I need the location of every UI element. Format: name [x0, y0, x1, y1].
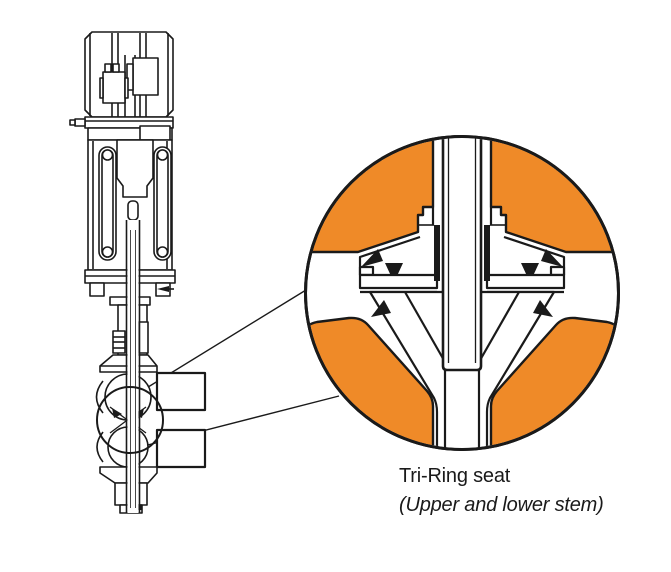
seal-marker-mid-right — [521, 263, 539, 276]
seal-marker-upper-right — [541, 249, 563, 267]
seal-marker-lower-right — [533, 300, 553, 317]
spring-right — [153, 146, 172, 261]
detail-caption: Tri-Ring seat (Upper and lower stem) — [399, 462, 604, 520]
spring-left — [98, 146, 117, 261]
stem-coupling — [127, 200, 139, 221]
stem-packing-right — [484, 225, 490, 281]
magnified-detail-circle — [304, 135, 620, 451]
seal-marker-mid-left — [385, 263, 403, 276]
seal-marker-lower-left — [371, 300, 391, 317]
stem — [418, 138, 506, 372]
piston-guide — [116, 139, 154, 198]
plug-skirt — [368, 290, 556, 448]
seal-marker-upper-left — [361, 249, 383, 267]
valve-cross-section-drawing — [69, 31, 207, 514]
stem-packing-left — [434, 225, 440, 281]
seat-assembly — [358, 235, 566, 449]
seal-markers — [361, 249, 563, 317]
valve-stem — [125, 220, 141, 513]
seat-plate-left — [358, 273, 439, 290]
port-upper — [155, 371, 207, 412]
detail-source-circle — [96, 386, 164, 454]
actuator-base-plate — [69, 116, 174, 141]
caption-title: Tri-Ring seat — [399, 465, 511, 487]
seat-plate-right — [485, 273, 566, 290]
stem-packing — [434, 225, 490, 281]
port-lower — [155, 428, 207, 469]
pilot-block — [132, 57, 159, 96]
solenoid-block — [102, 71, 126, 104]
actuator-housing — [84, 31, 174, 118]
caption-subtitle: (Upper and lower stem) — [399, 494, 604, 516]
